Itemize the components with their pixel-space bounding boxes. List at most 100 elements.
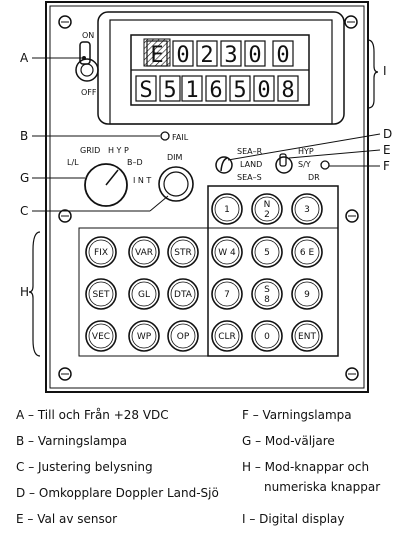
display-row2-digit: 5 xyxy=(233,78,246,103)
numeric-key[interactable]: W 4 xyxy=(211,236,243,268)
key-label: 0 xyxy=(264,332,270,342)
display-digit-cell xyxy=(229,75,251,102)
mode-key-op[interactable]: OP xyxy=(167,320,199,352)
callout-f: F xyxy=(383,159,390,173)
key-label: 6 E xyxy=(300,248,315,258)
mode-key-str[interactable]: STR xyxy=(167,236,199,268)
display-digit-cell xyxy=(181,75,203,102)
fail-label: FAIL xyxy=(172,133,189,142)
numeric-key[interactable]: CLR xyxy=(211,320,243,352)
legend-h2: numeriska knappar xyxy=(264,480,381,494)
numeric-key[interactable]: N2 xyxy=(251,193,283,225)
numeric-key[interactable]: 0 xyxy=(251,320,283,352)
display-digit-cell xyxy=(146,40,168,67)
display-row2-digit: 1 xyxy=(185,78,198,103)
numeric-key[interactable]: 1 xyxy=(211,193,243,225)
display-row1-digit: E xyxy=(150,43,163,68)
key-label: N xyxy=(264,200,271,210)
legend-a: A – Till och Från +28 VDC xyxy=(16,408,169,422)
key-label: VAR xyxy=(135,248,153,258)
display-row2-digit: S xyxy=(139,78,152,103)
numeric-key[interactable]: 7 xyxy=(211,278,243,310)
display-row1-digit: 3 xyxy=(224,43,237,68)
key-label: 9 xyxy=(304,290,310,300)
display-row2-digit: 0 xyxy=(257,78,270,103)
display-row1-digit: 0 xyxy=(248,43,261,68)
keypad-frames xyxy=(78,185,339,357)
numeric-key[interactable]: 6 E xyxy=(291,236,323,268)
power-switch[interactable]: ON OFF xyxy=(75,31,99,97)
callout-c: C xyxy=(20,204,28,218)
display-digit-cell xyxy=(196,40,218,67)
display-row1-digit: 2 xyxy=(200,43,213,68)
numeric-key[interactable]: S8 xyxy=(251,278,283,310)
display-row2-digit: 6 xyxy=(209,78,222,103)
sensor-sy-label: S/Y xyxy=(298,160,311,169)
dim-label: DIM xyxy=(167,153,183,162)
key-label: WP xyxy=(137,332,152,342)
key-label: 1 xyxy=(224,205,230,215)
callout-e: E xyxy=(383,143,391,157)
key-label: CLR xyxy=(218,332,236,342)
mode-bd-label: B–D xyxy=(127,158,143,167)
mode-ll-label: L/L xyxy=(67,158,79,167)
callout-d: D xyxy=(383,127,392,141)
doppler-seas-label: SEA–S xyxy=(237,173,262,182)
sensor-hyp-label: HYP xyxy=(298,147,314,156)
key-label: W 4 xyxy=(218,248,236,258)
mode-selector[interactable]: GRID H Y P L/L B–D I N T xyxy=(67,146,151,207)
legend-f: F – Varningslampa xyxy=(242,408,352,422)
key-label: 2 xyxy=(264,210,270,220)
mode-int-label: I N T xyxy=(133,176,151,185)
callout-i: I xyxy=(383,64,387,78)
doppler-sear-label: SEA–R xyxy=(237,147,263,156)
key-label: STR xyxy=(174,248,191,258)
legend-d: D – Omkopplare Doppler Land-Sjö xyxy=(16,486,219,500)
legend-i: I – Digital display xyxy=(242,512,345,526)
mode-key-gl[interactable]: GL xyxy=(128,278,160,310)
numeric-key[interactable]: ENT xyxy=(291,320,323,352)
display-digit-cell xyxy=(205,75,227,102)
display-digit-cell xyxy=(220,40,242,67)
key-label: S xyxy=(264,285,270,295)
mode-key-wp[interactable]: WP xyxy=(128,320,160,352)
mode-key-dta[interactable]: DTA xyxy=(167,278,199,310)
display-row1-digit: 0 xyxy=(276,43,289,68)
dim-knob[interactable]: DIM xyxy=(158,153,194,202)
fail-lamp: FAIL xyxy=(160,131,189,142)
callout-g: G xyxy=(20,171,29,185)
mode-hyp-label: H Y P xyxy=(108,146,129,155)
doppler-land-label: LAND xyxy=(240,160,262,169)
mode-key-vec[interactable]: VEC xyxy=(85,320,117,352)
mode-key-var[interactable]: VAR xyxy=(128,236,160,268)
key-label: ENT xyxy=(298,332,316,342)
mode-key-set[interactable]: SET xyxy=(85,278,117,310)
display-row1-digit: 0 xyxy=(176,43,189,68)
legend-e: E – Val av sensor xyxy=(16,512,118,526)
display-row2-digit: 5 xyxy=(163,78,176,103)
legend-h1: H – Mod-knappar och xyxy=(242,460,370,474)
key-label: FIX xyxy=(94,248,108,258)
doppler-switch[interactable]: SEA–R LAND SEA–S xyxy=(215,147,263,182)
key-label: VEC xyxy=(92,332,110,342)
key-label: 5 xyxy=(264,248,270,258)
switch-off-label: OFF xyxy=(81,88,97,97)
legend-c: C – Justering belysning xyxy=(16,460,153,474)
numeric-key[interactable]: 3 xyxy=(291,193,323,225)
switch-on-label: ON xyxy=(82,31,94,40)
display-digit-cell xyxy=(253,75,275,102)
sensor-switch[interactable]: HYP S/Y DR xyxy=(275,147,330,182)
key-label: SET xyxy=(93,290,110,300)
display-digit-cell xyxy=(159,75,181,102)
mode-key-fix[interactable]: FIX xyxy=(85,236,117,268)
callout-h: H xyxy=(20,285,29,299)
sensor-warning-lamp xyxy=(320,160,330,170)
callout-a: A xyxy=(20,51,29,65)
numeric-key[interactable]: 9 xyxy=(291,278,323,310)
numeric-key[interactable]: 5 xyxy=(251,236,283,268)
key-label: GL xyxy=(138,290,150,300)
mode-grid-label: GRID xyxy=(80,146,100,155)
